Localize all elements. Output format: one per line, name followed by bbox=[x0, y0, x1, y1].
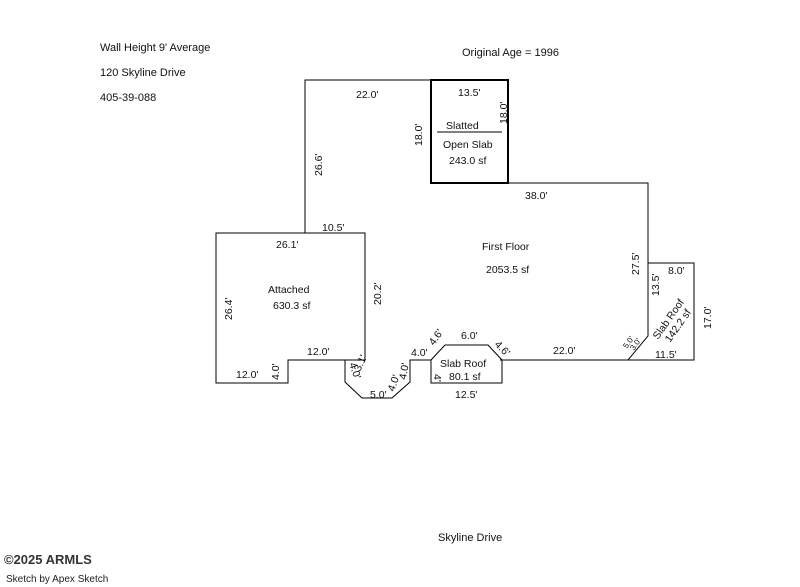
dim-left-26-6: 26.6' bbox=[313, 154, 325, 176]
dim-sr-6-0: 6.0' bbox=[461, 330, 478, 342]
slab-roof-side-outline bbox=[628, 262, 695, 361]
dim-sr-4-6b: 4.6' bbox=[492, 339, 512, 359]
attached-label: Attached bbox=[268, 284, 310, 296]
dim-top-13-5: 13.5' bbox=[458, 87, 480, 99]
dim-bay-4-0c: 4.0' bbox=[397, 362, 412, 380]
dim-att-bottom-12: 12.0' bbox=[236, 369, 258, 381]
dim-right-38: 38.0' bbox=[525, 190, 547, 202]
dim-bay-5-0: 5.0' bbox=[370, 389, 387, 401]
dim-bottom-22: 22.0' bbox=[553, 345, 575, 357]
dim-top-22: 22.0' bbox=[356, 89, 378, 101]
open-slab-outline bbox=[430, 79, 509, 184]
sketch-credit: Sketch by Apex Sketch bbox=[6, 574, 109, 585]
address-label: 120 Skyline Drive bbox=[100, 67, 186, 79]
slatted-label: Slatted bbox=[446, 120, 479, 132]
dim-side-13-5: 13.5' bbox=[650, 274, 662, 296]
dim-bay-4-0b: 4.0' bbox=[386, 373, 403, 393]
dim-sr-12-5: 12.5' bbox=[455, 389, 477, 401]
dim-sr-4: 4' bbox=[431, 374, 443, 382]
dim-side-17: 17.0' bbox=[702, 307, 714, 329]
first-floor-area: 2053.5 sf bbox=[486, 264, 529, 276]
attached-area: 630.3 sf bbox=[273, 300, 310, 312]
dim-side-8: 8.0' bbox=[668, 265, 685, 277]
dim-mid-12: 12.0' bbox=[307, 346, 329, 358]
dim-att-top-26-1: 26.1' bbox=[276, 239, 298, 251]
dim-right-27-5: 27.5' bbox=[630, 253, 642, 275]
parcel-number: 405-39-088 bbox=[100, 92, 157, 104]
dim-att-left-26-4: 26.4' bbox=[223, 298, 235, 320]
slab-roof-front-area: 80.1 sf bbox=[449, 371, 481, 383]
dim-att-step-4: 4.0' bbox=[270, 363, 282, 380]
original-age-label: Original Age = 1996 bbox=[462, 47, 559, 59]
first-floor-outline bbox=[304, 79, 649, 361]
wall-height-label: Wall Height 9' Average bbox=[100, 42, 211, 54]
dim-slab-18-right: 18.0' bbox=[498, 102, 510, 124]
dim-side-11-5: 11.5' bbox=[655, 349, 677, 361]
slab-roof-front-label: Slab Roof bbox=[440, 358, 486, 370]
bay-outline bbox=[344, 359, 431, 399]
first-floor-label: First Floor bbox=[482, 241, 530, 253]
dim-att-right-20-2: 20.2' bbox=[372, 283, 384, 305]
attached-outline bbox=[215, 232, 366, 384]
open-slab-label: Open Slab bbox=[443, 139, 493, 151]
dim-slab-18-left: 18.0' bbox=[413, 124, 425, 146]
open-slab-area: 243.0 sf bbox=[449, 155, 486, 167]
dim-sr-4-6a: 4.6' bbox=[427, 327, 446, 347]
street-label: Skyline Drive bbox=[438, 532, 503, 544]
armls-watermark: ©2025 ARMLS bbox=[4, 552, 92, 567]
slab-roof-front-outline bbox=[430, 344, 503, 384]
dim-step-10-5: 10.5' bbox=[322, 222, 344, 234]
dim-bay-4-0a: 4.0' bbox=[346, 361, 363, 381]
dim-bay-4-0d: 4.0' bbox=[411, 347, 428, 359]
